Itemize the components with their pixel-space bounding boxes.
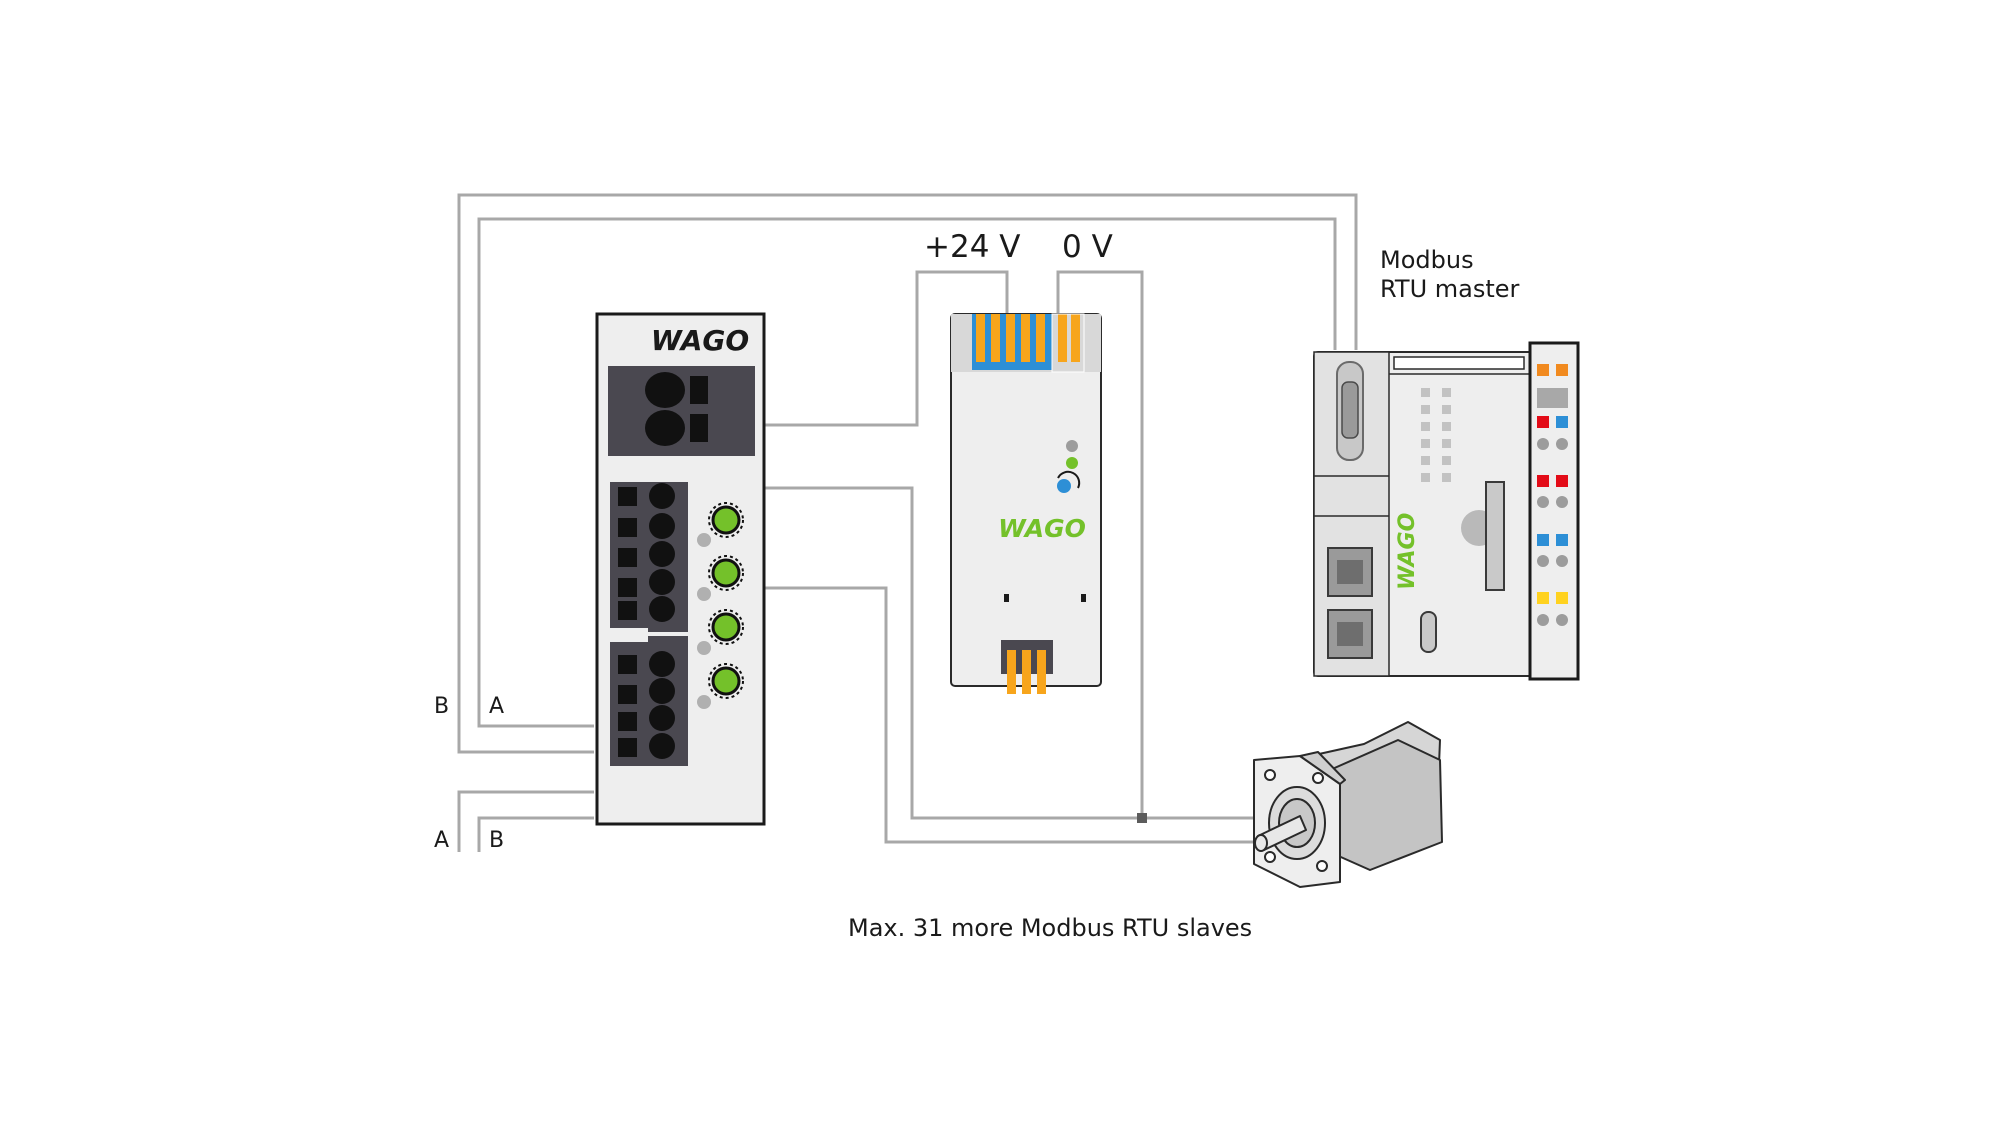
gateway-module: WAGO xyxy=(595,312,766,826)
power-lever-2 xyxy=(690,414,708,442)
label-more-slaves: Max. 31 more Modbus RTU slaves xyxy=(848,914,1253,942)
ethernet-port-2[interactable] xyxy=(1327,609,1373,659)
label-bus-in-a: A xyxy=(489,694,505,719)
psu-wago-logo: WAGO xyxy=(998,514,1086,543)
rotary-switch-4[interactable] xyxy=(708,663,744,699)
wire-bus-a-out xyxy=(457,790,594,852)
signal-terminal-openings xyxy=(649,483,675,759)
label-bus-out-a: A xyxy=(434,828,450,853)
io-module-leds xyxy=(1537,364,1568,626)
rotary-switch-2[interactable] xyxy=(708,555,744,591)
psu-top-terminal-white xyxy=(1051,313,1085,373)
power-plug-2 xyxy=(645,410,685,446)
wire-zero-v xyxy=(1056,270,1144,818)
wire-bus-a-to-master xyxy=(477,217,1337,728)
power-plug-1 xyxy=(645,372,685,408)
rotary-switch-3[interactable] xyxy=(708,609,744,645)
psu-marker-left xyxy=(1004,594,1009,602)
wire-motor-1 xyxy=(762,486,1255,820)
mode-switch[interactable] xyxy=(1420,611,1437,653)
signal-terminal-clamps xyxy=(618,487,637,757)
label-plus-24v: +24 V xyxy=(924,229,1021,265)
power-lever-1 xyxy=(690,376,708,404)
label-zero-v: 0 V xyxy=(1062,229,1113,265)
psu-potentiometer-arc xyxy=(1057,470,1081,489)
psu-bottom-orange-levers xyxy=(1007,650,1046,694)
ethernet-port-1[interactable] xyxy=(1327,547,1373,597)
wire-plus24v xyxy=(762,270,1009,427)
wire-motor-2 xyxy=(762,586,1255,844)
controller-wago-logo: WAGO xyxy=(1395,513,1420,590)
psu-potentiometer[interactable] xyxy=(1057,479,1071,493)
label-master-line2: RTU master xyxy=(1380,275,1520,303)
psu-marker-right xyxy=(1081,594,1086,602)
wire-bus-b-to-master xyxy=(457,193,1358,754)
controller-module: WAGO xyxy=(1313,341,1580,681)
psu-led-green xyxy=(1066,457,1078,469)
memory-card-slot[interactable] xyxy=(1485,481,1505,591)
gateway-status-leds xyxy=(697,533,711,709)
gateway-wago-logo: WAGO xyxy=(651,324,749,357)
power-supply-module: WAGO xyxy=(950,313,1102,694)
gateway-power-connector xyxy=(608,366,755,456)
wires xyxy=(457,193,1358,852)
label-bus-out-b: B xyxy=(489,828,505,853)
label-master-line1: Modbus xyxy=(1380,246,1474,274)
wire-bus-b-out xyxy=(477,816,594,852)
wire-junction-node xyxy=(1137,813,1147,823)
controller-led-grid xyxy=(1421,388,1451,482)
label-bus-in-b: B xyxy=(434,694,450,719)
servo-motor xyxy=(1253,721,1443,888)
controller-top-slot xyxy=(1393,356,1525,370)
psu-top-terminal-orange-levers xyxy=(976,314,1080,362)
rotary-switch-1[interactable] xyxy=(708,502,744,538)
motor-flange-side xyxy=(1299,751,1346,785)
psu-led-grey xyxy=(1066,440,1078,452)
